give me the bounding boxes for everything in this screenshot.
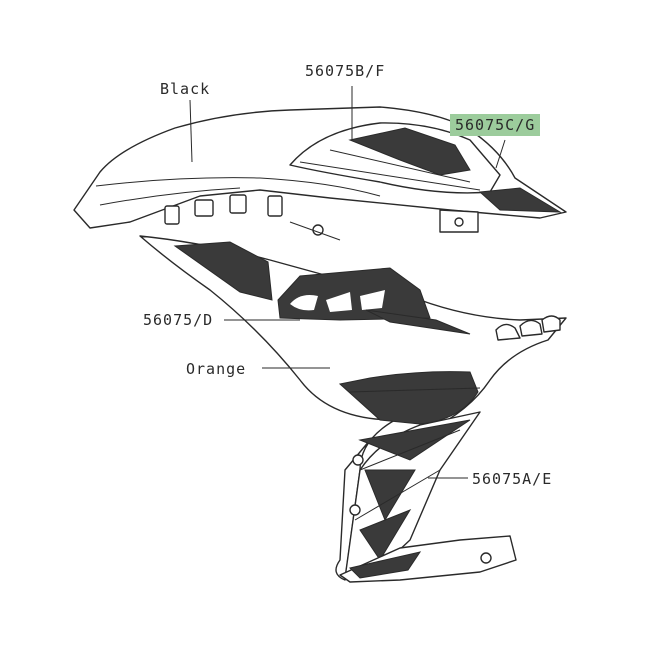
- label-orange: Orange: [186, 360, 247, 378]
- label-56075-d: 56075/D: [143, 311, 214, 329]
- label-56075b-f: 56075B/F: [305, 62, 386, 80]
- label-56075c-g: 56075C/G: [450, 114, 541, 136]
- label-black: Black: [160, 80, 211, 98]
- label-56075a-e: 56075A/E: [472, 470, 553, 488]
- side-panel-shape: [139, 235, 567, 583]
- upper-cowl-shape: [73, 106, 567, 241]
- leader-black: [189, 99, 193, 163]
- leader-56075c-g: [495, 139, 506, 169]
